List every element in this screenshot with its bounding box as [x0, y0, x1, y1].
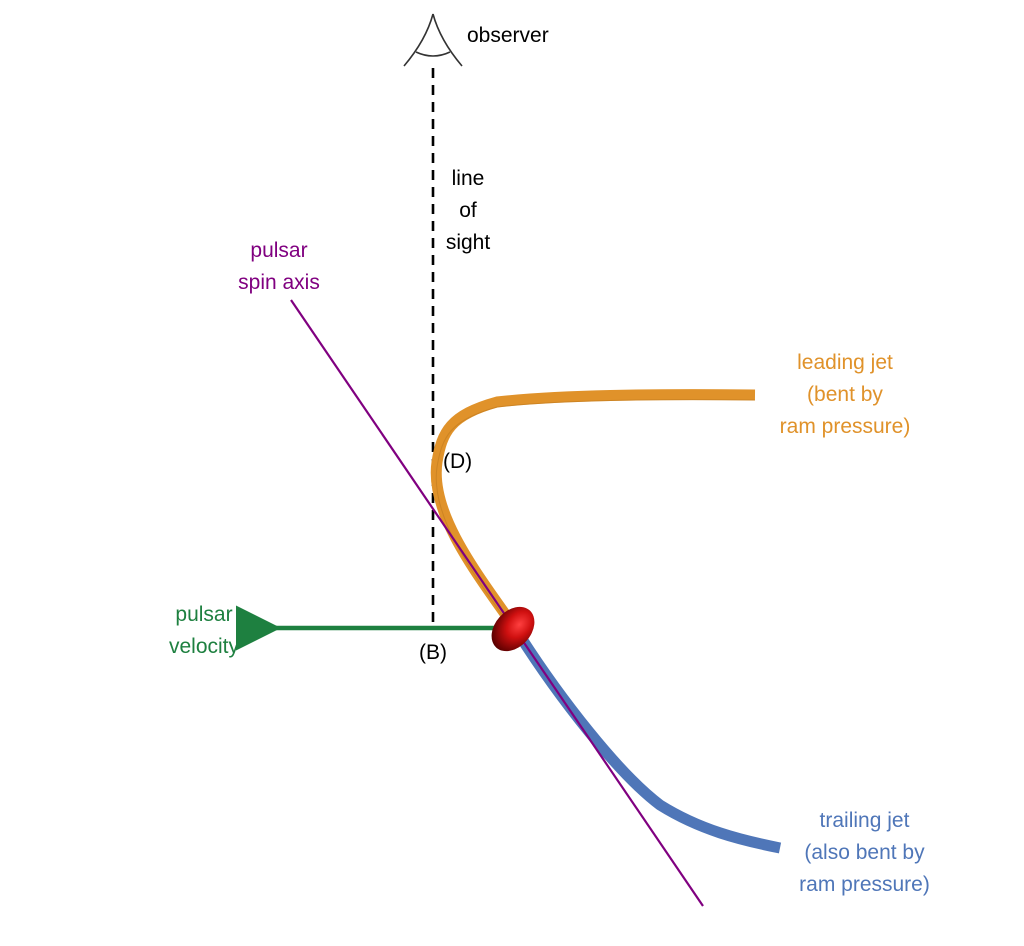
- spin-axis-label: pulsar spin axis: [238, 239, 320, 294]
- spin-axis-line: [290, 299, 704, 907]
- eye-icon: [403, 13, 463, 67]
- leading-jet-edge: [435, 399, 756, 631]
- leading-jet-label: leading jet (bent by ram pressure): [779, 351, 911, 438]
- pulsar-body: [491, 606, 535, 652]
- velocity-label: pulsar velocity: [168, 603, 240, 658]
- trailing-jet: [508, 622, 782, 854]
- trailing-jet-label: trailing jet (also bent by ram pressure): [799, 809, 930, 896]
- leading-jet: [430, 389, 756, 629]
- marker-d: (D): [443, 450, 473, 473]
- observer-label: observer: [467, 24, 549, 47]
- line-of-sight-label: line of sight: [445, 167, 491, 254]
- marker-b: (B): [419, 641, 447, 664]
